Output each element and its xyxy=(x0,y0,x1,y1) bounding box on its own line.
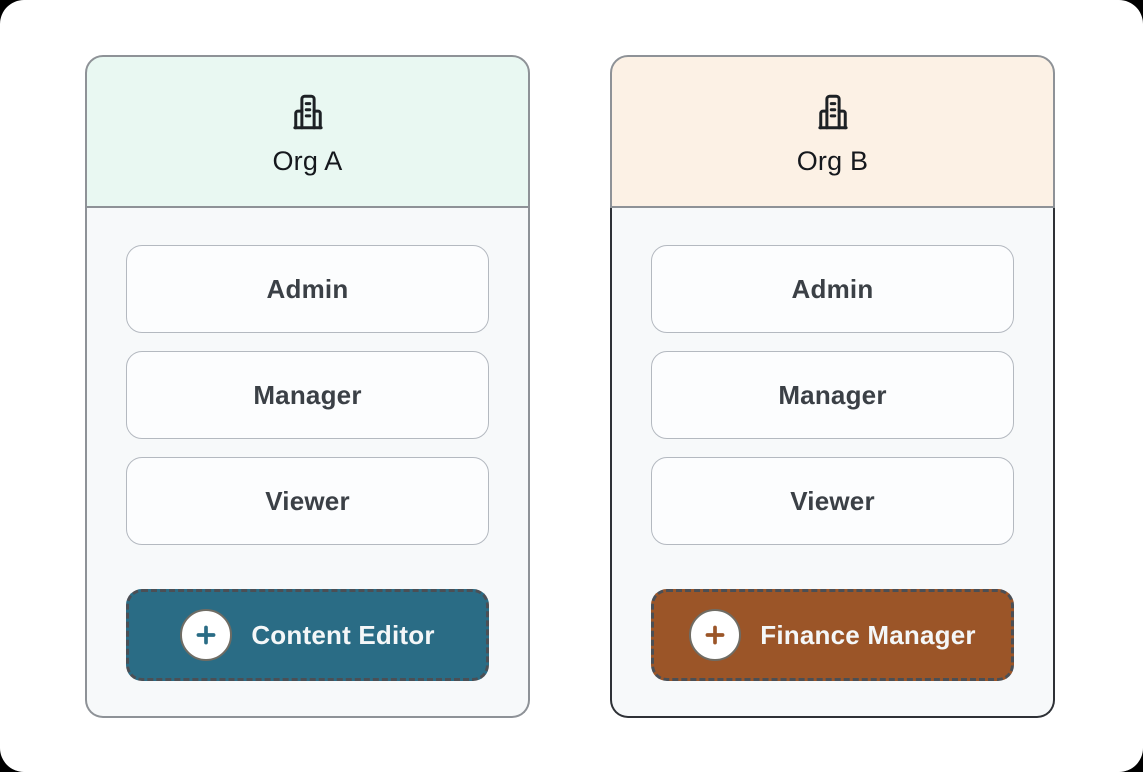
role-pill-manager[interactable]: Manager xyxy=(651,351,1014,439)
role-pill-manager[interactable]: Manager xyxy=(126,351,489,439)
org-card-b-body: Admin Manager Viewer Finance Manager xyxy=(610,208,1055,718)
add-role-button[interactable]: Finance Manager xyxy=(651,589,1014,681)
role-pill-admin[interactable]: Admin xyxy=(651,245,1014,333)
role-pill-viewer[interactable]: Viewer xyxy=(126,457,489,545)
building-icon xyxy=(812,91,854,133)
org-card-a-body: Admin Manager Viewer Content Editor xyxy=(85,208,530,718)
org-name: Org B xyxy=(796,145,869,176)
org-name: Org A xyxy=(272,145,343,176)
role-pill-admin[interactable]: Admin xyxy=(126,245,489,333)
org-card-a: Org A Admin Manager Viewer Content Edito… xyxy=(85,55,530,718)
add-role-label: Finance Manager xyxy=(760,619,976,650)
plus-icon xyxy=(689,609,742,661)
building-icon xyxy=(287,91,329,133)
org-card-a-header: Org A xyxy=(85,55,530,208)
org-card-b: Org B Admin Manager Viewer Finance Manag… xyxy=(610,55,1055,718)
add-role-button[interactable]: Content Editor xyxy=(126,589,489,681)
plus-icon xyxy=(180,609,233,661)
role-pill-viewer[interactable]: Viewer xyxy=(651,457,1014,545)
org-card-b-header: Org B xyxy=(610,55,1055,208)
add-role-label: Content Editor xyxy=(251,619,435,650)
